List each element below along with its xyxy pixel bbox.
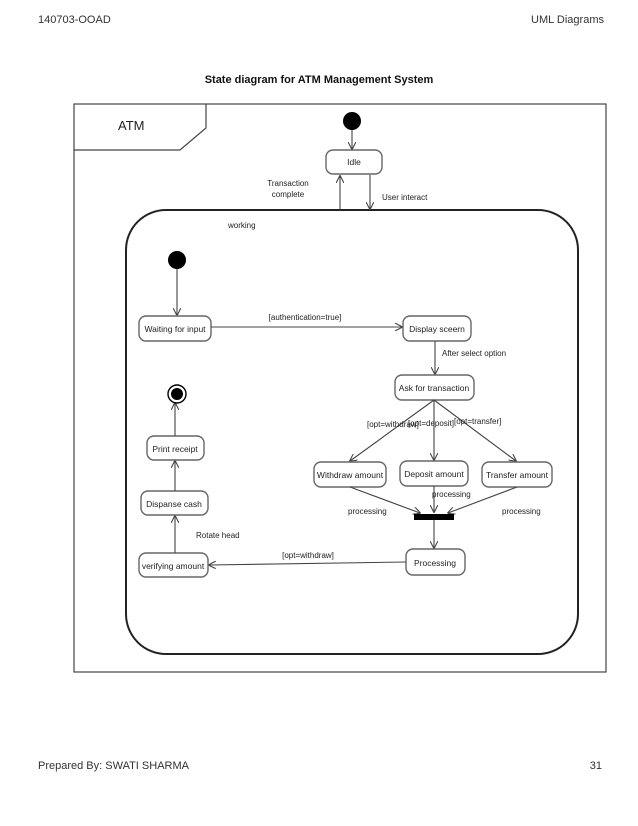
label-auth-true: [authentication=true] — [269, 313, 342, 322]
frame-label: ATM — [118, 118, 144, 133]
frame-label-tab — [74, 104, 207, 151]
edge-transfer-to-bar — [448, 486, 518, 513]
state-transfer-label: Transfer amount — [486, 470, 549, 480]
label-processing-right: processing — [502, 507, 541, 516]
label-processing-left: processing — [348, 507, 387, 516]
join-bar — [414, 514, 454, 520]
edge-opt-withdraw — [350, 399, 435, 461]
footer-page-number: 31 — [589, 760, 602, 772]
label-user-interact: User interact — [382, 193, 428, 202]
label-opt-withdraw-2: [opt=withdraw] — [282, 551, 334, 560]
edge-opt-withdraw-2 — [209, 562, 407, 565]
state-idle-label: Idle — [347, 157, 361, 167]
state-verifying-label: verifying amount — [142, 561, 205, 571]
state-display-label: Display sceern — [409, 324, 465, 334]
label-transaction-1: Transaction — [267, 179, 309, 188]
initial-node-top — [343, 112, 361, 130]
edge-withdraw-to-bar — [349, 486, 420, 513]
header-section-title: UML Diagrams — [531, 14, 604, 26]
state-verifying-amount — [138, 552, 209, 578]
state-dispense-label: Dispanse cash — [146, 499, 202, 509]
label-opt-transfer: [opt=transfer] — [454, 417, 501, 426]
label-after-select: After select option — [442, 349, 506, 358]
footer-author: Prepared By: SWATI SHARMA — [38, 760, 189, 772]
state-print-label: Print receipt — [152, 444, 198, 454]
edge-opt-transfer — [433, 399, 516, 461]
composite-state-label: working — [227, 221, 256, 230]
state-processing-label: Processing — [414, 558, 456, 568]
page-title: State diagram for ATM Management System — [204, 74, 434, 86]
label-opt-withdraw: [opt=withdraw] — [367, 420, 419, 429]
label-processing-mid: processing — [432, 490, 471, 499]
initial-node-inner — [168, 251, 186, 269]
state-ask-label: Ask for transaction — [399, 383, 470, 393]
state-waiting-label: Waiting for input — [144, 324, 206, 334]
label-transaction-2: complete — [272, 190, 305, 199]
label-opt-deposit: [opt=deposit] — [408, 419, 454, 428]
state-idle — [325, 149, 383, 175]
state-waiting-for-input — [138, 315, 212, 342]
state-withdraw-label: Withdraw amount — [317, 470, 384, 480]
state-display-screen — [402, 315, 472, 342]
working-composite-state — [125, 209, 579, 655]
label-rotate-head: Rotate head — [196, 531, 240, 540]
final-node-inner — [171, 388, 183, 400]
state-deposit-label: Deposit amount — [404, 469, 464, 479]
header-course-code: 140703-OOAD — [38, 14, 111, 26]
